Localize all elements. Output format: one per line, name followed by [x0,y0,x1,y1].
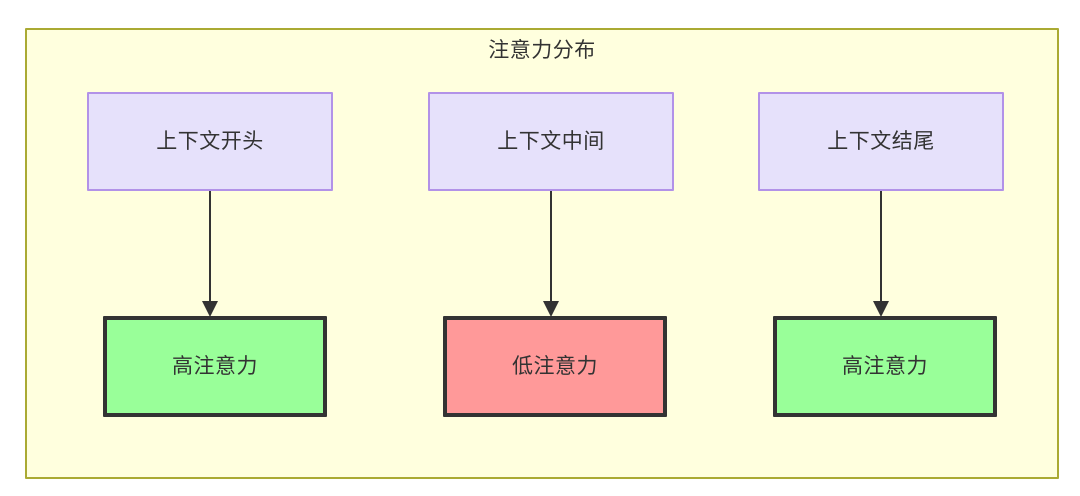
node-context-end[interactable]: 上下文结尾 [758,92,1004,191]
node-attention-high-start[interactable]: 高注意力 [103,316,327,417]
node-attention-high-end[interactable]: 高注意力 [773,316,997,417]
node-context-middle[interactable]: 上下文中间 [428,92,674,191]
node-label: 高注意力 [842,354,928,378]
node-label: 低注意力 [512,354,598,378]
node-attention-low-middle[interactable]: 低注意力 [443,316,667,417]
node-context-start[interactable]: 上下文开头 [87,92,333,191]
node-label: 上下文中间 [497,129,605,153]
cluster-title: 注意力分布 [488,39,596,62]
node-label: 高注意力 [172,354,258,378]
node-label: 上下文结尾 [827,129,935,153]
node-label: 上下文开头 [156,129,264,153]
